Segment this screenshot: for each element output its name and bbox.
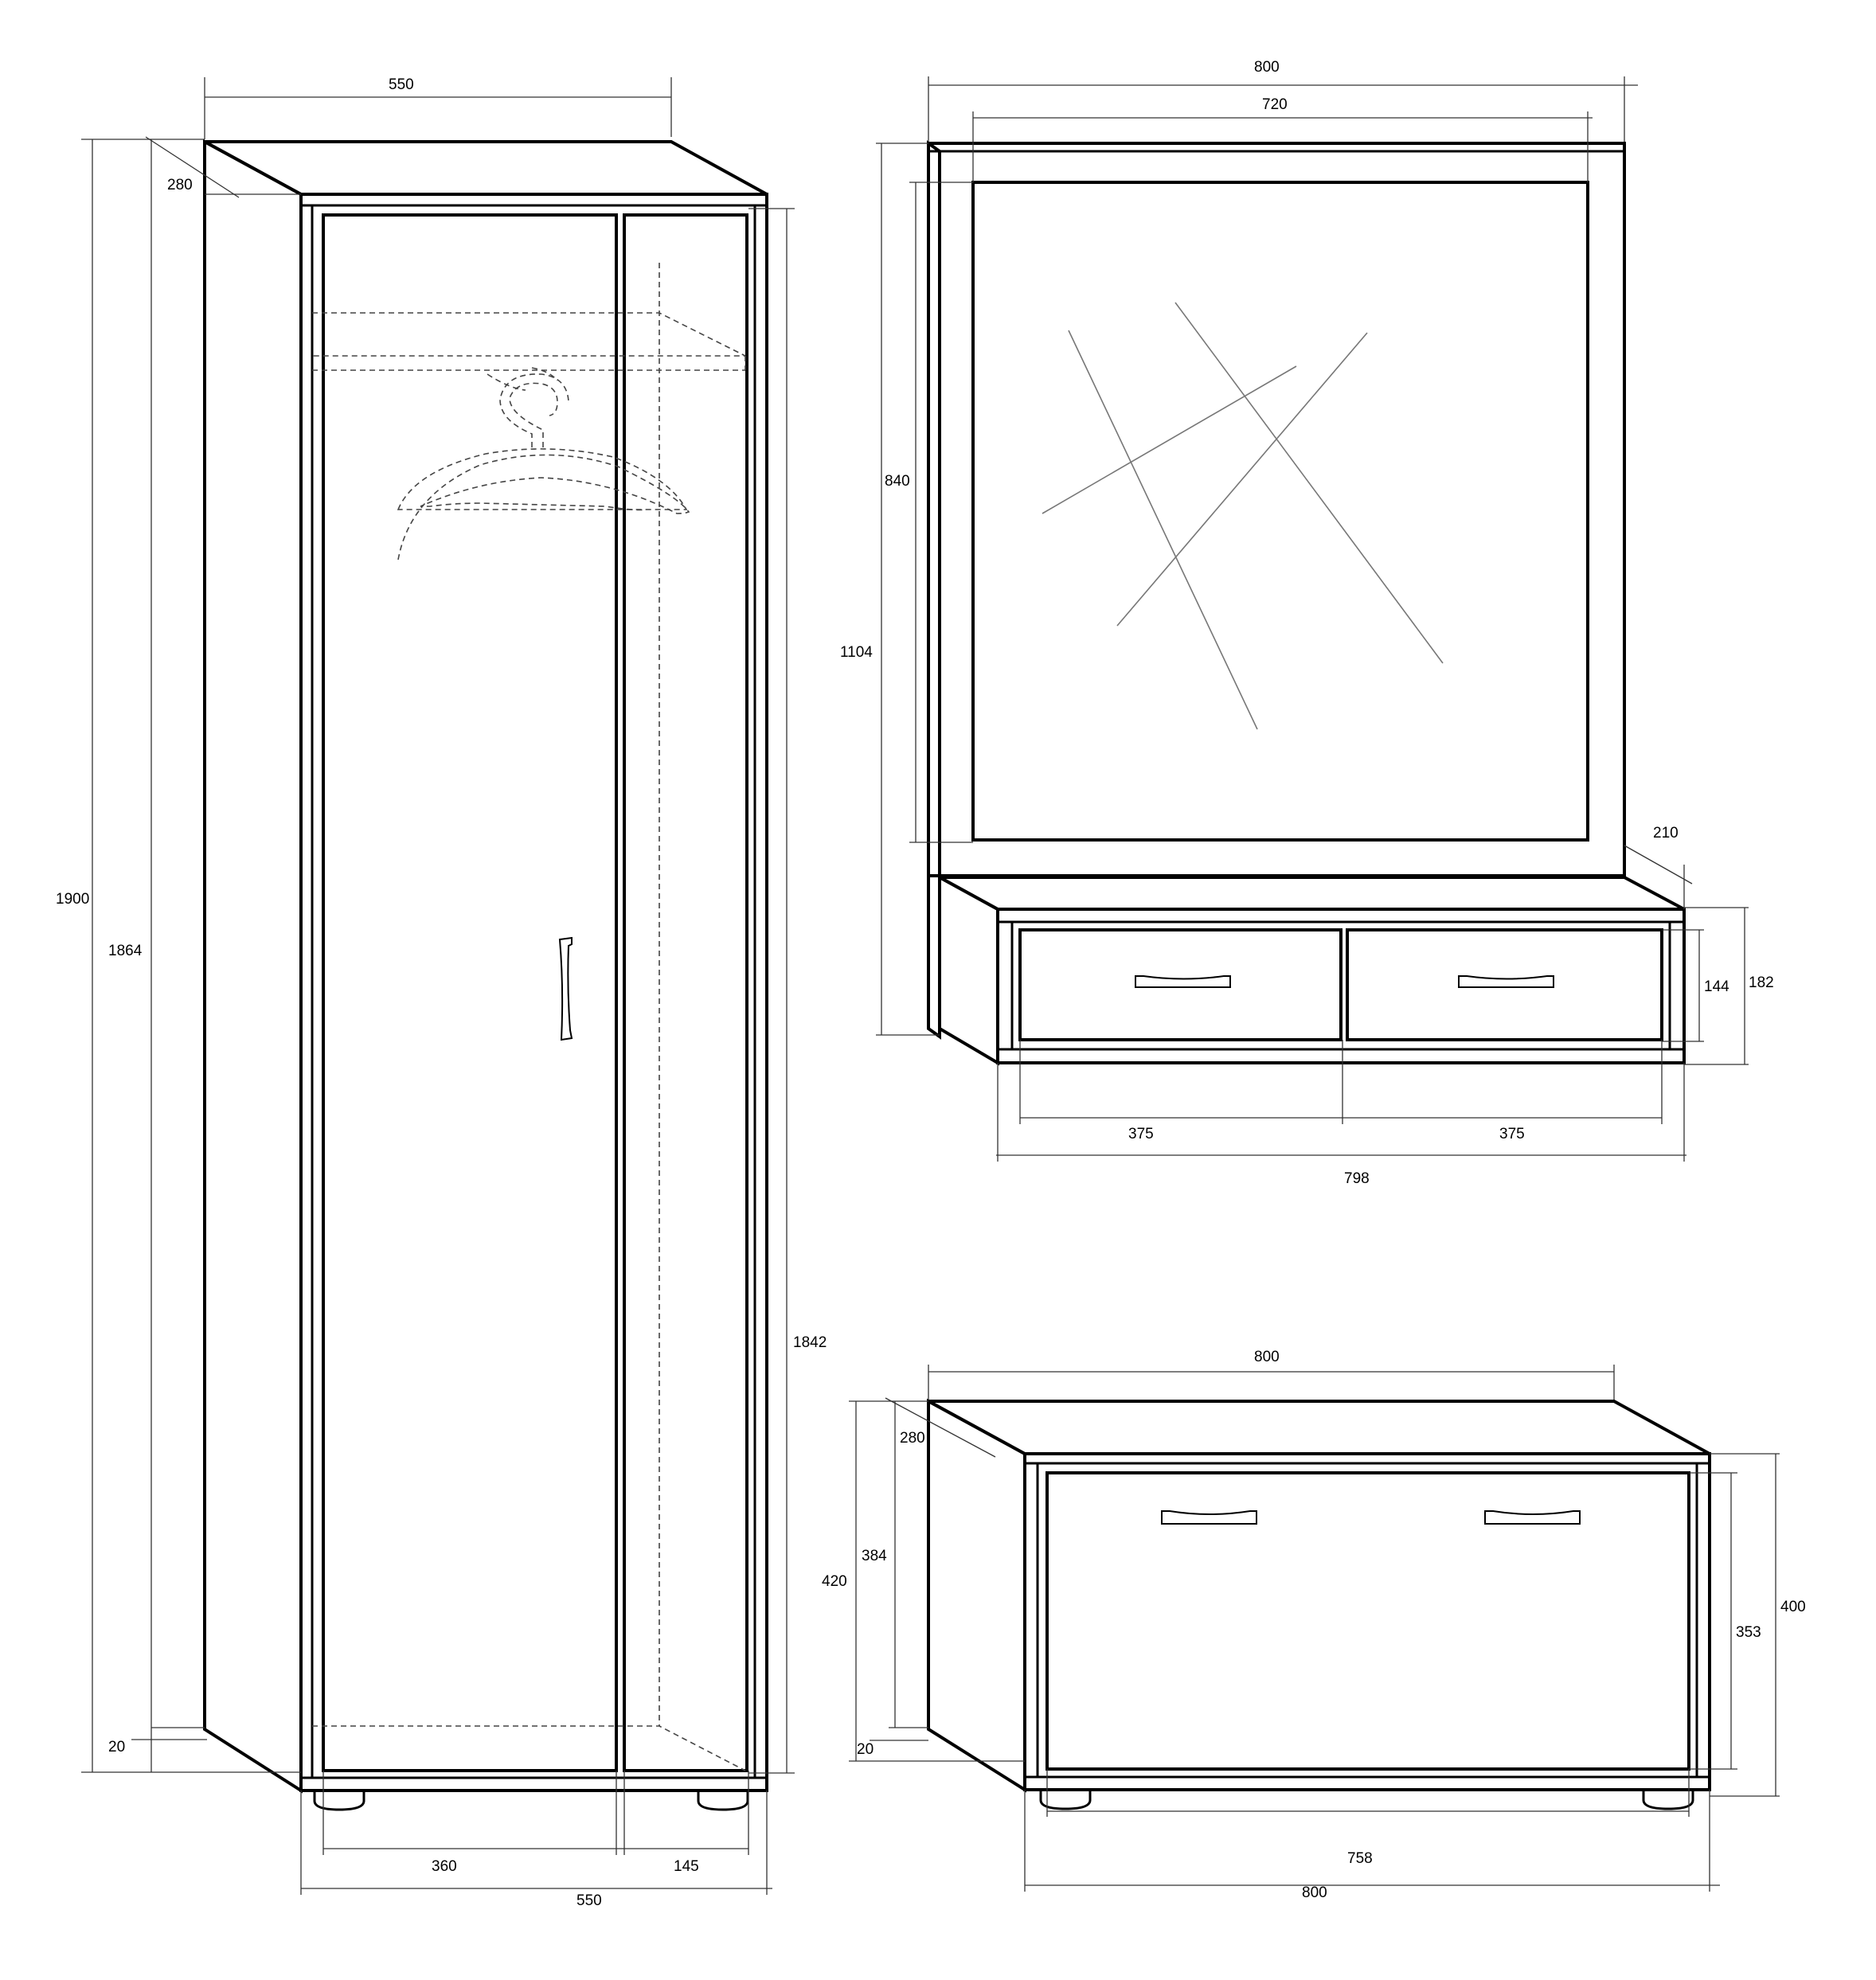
shoe-cabinet-handle-left xyxy=(1161,1510,1257,1525)
shoe-cabinet-dimensions: 800 280 420 384 20 353 400 xyxy=(822,1349,1806,1901)
mirror-dim-shelf-height: 182 xyxy=(1749,974,1774,991)
wardrobe-hidden-lines xyxy=(312,263,746,1771)
shoe-cabinet-foot-left xyxy=(1039,1790,1092,1810)
mirror-dim-outer-width: 800 xyxy=(1254,59,1280,76)
wardrobe-door xyxy=(322,213,618,1772)
wardrobe-dim-body-height: 1864 xyxy=(108,943,143,959)
mirror-dim-shelf-width: 798 xyxy=(1344,1170,1370,1187)
mirror-dim-inner-width: 720 xyxy=(1262,96,1288,113)
mirror-unit-drawing: 800 720 840 1104 210 144 xyxy=(840,59,1774,1187)
shoe-dim-plinth: 20 xyxy=(857,1741,874,1758)
mirror-shelf-front xyxy=(996,908,1686,1064)
wardrobe-dim-plinth: 20 xyxy=(108,1739,125,1755)
mirror-dim-mirror-height: 840 xyxy=(885,473,910,490)
wardrobe-foot-right xyxy=(697,1791,749,1811)
wardrobe-dim-door-width: 360 xyxy=(432,1858,457,1875)
shoe-cabinet-flap-door xyxy=(1045,1471,1690,1771)
wardrobe-dim-door-height: 1842 xyxy=(793,1334,827,1351)
wardrobe-dim-bottom-width: 550 xyxy=(576,1892,602,1909)
shoe-cabinet-drawing: 800 280 420 384 20 353 400 xyxy=(822,1349,1806,1901)
shoe-dim-front-height: 353 xyxy=(1736,1624,1761,1641)
wardrobe-dim-top-width: 550 xyxy=(389,76,414,93)
mirror-dim-drawer-left-width: 375 xyxy=(1128,1126,1154,1142)
mirror-shelf-side xyxy=(938,874,999,1066)
wardrobe-front-frame xyxy=(299,193,768,1792)
mirror-dim-drawer-height: 144 xyxy=(1704,978,1729,995)
mirror-panel xyxy=(927,142,1626,877)
shoe-dim-bottom-width: 800 xyxy=(1302,1884,1327,1901)
mirror-glass xyxy=(971,181,1589,842)
wardrobe-drawing: 550 280 1900 1864 20 1842 xyxy=(56,76,827,1909)
shoe-dim-height-right: 400 xyxy=(1780,1599,1806,1615)
mirror-dim-drawer-right-width: 375 xyxy=(1499,1126,1525,1142)
wardrobe-side-panel xyxy=(203,139,303,1794)
mirror-shelf-top xyxy=(939,876,1685,911)
mirror-reflection-lines xyxy=(1042,302,1444,730)
mirror-dim-total-height: 1104 xyxy=(840,644,873,661)
shoe-dim-front-width: 758 xyxy=(1347,1850,1373,1867)
mirror-drawer-left-handle xyxy=(1135,975,1231,988)
wardrobe-open-compartment xyxy=(623,213,748,1772)
wardrobe-dim-depth: 280 xyxy=(167,177,193,193)
mirror-panel-side xyxy=(927,140,941,1040)
shoe-cabinet-side xyxy=(927,1398,1026,1793)
mirror-drawer-left xyxy=(1018,928,1343,1041)
wardrobe-door-handle xyxy=(558,936,573,1041)
shoe-cabinet-front-frame xyxy=(1023,1452,1711,1791)
wardrobe-dimensions: 550 280 1900 1864 20 1842 xyxy=(56,76,827,1909)
mirror-dim-shelf-depth: 210 xyxy=(1653,825,1679,842)
shoe-dim-total-height: 420 xyxy=(822,1573,847,1590)
shoe-cabinet-foot-right xyxy=(1642,1790,1694,1810)
shoe-dim-top-width: 800 xyxy=(1254,1349,1280,1365)
mirror-drawer-right-handle xyxy=(1458,975,1554,988)
mirror-unit-dimensions: 800 720 840 1104 210 144 xyxy=(840,59,1774,1187)
shoe-cabinet-top xyxy=(928,1400,1710,1455)
hanger-icon xyxy=(397,367,690,560)
wardrobe-foot-left xyxy=(313,1791,365,1811)
wardrobe-dim-shelf-width: 145 xyxy=(674,1858,699,1875)
shoe-cabinet-handle-right xyxy=(1484,1510,1581,1525)
wardrobe-dim-total-height: 1900 xyxy=(56,891,89,908)
mirror-drawer-right xyxy=(1346,928,1663,1041)
shoe-dim-depth: 280 xyxy=(900,1430,925,1447)
shoe-dim-body-height: 384 xyxy=(862,1548,887,1564)
